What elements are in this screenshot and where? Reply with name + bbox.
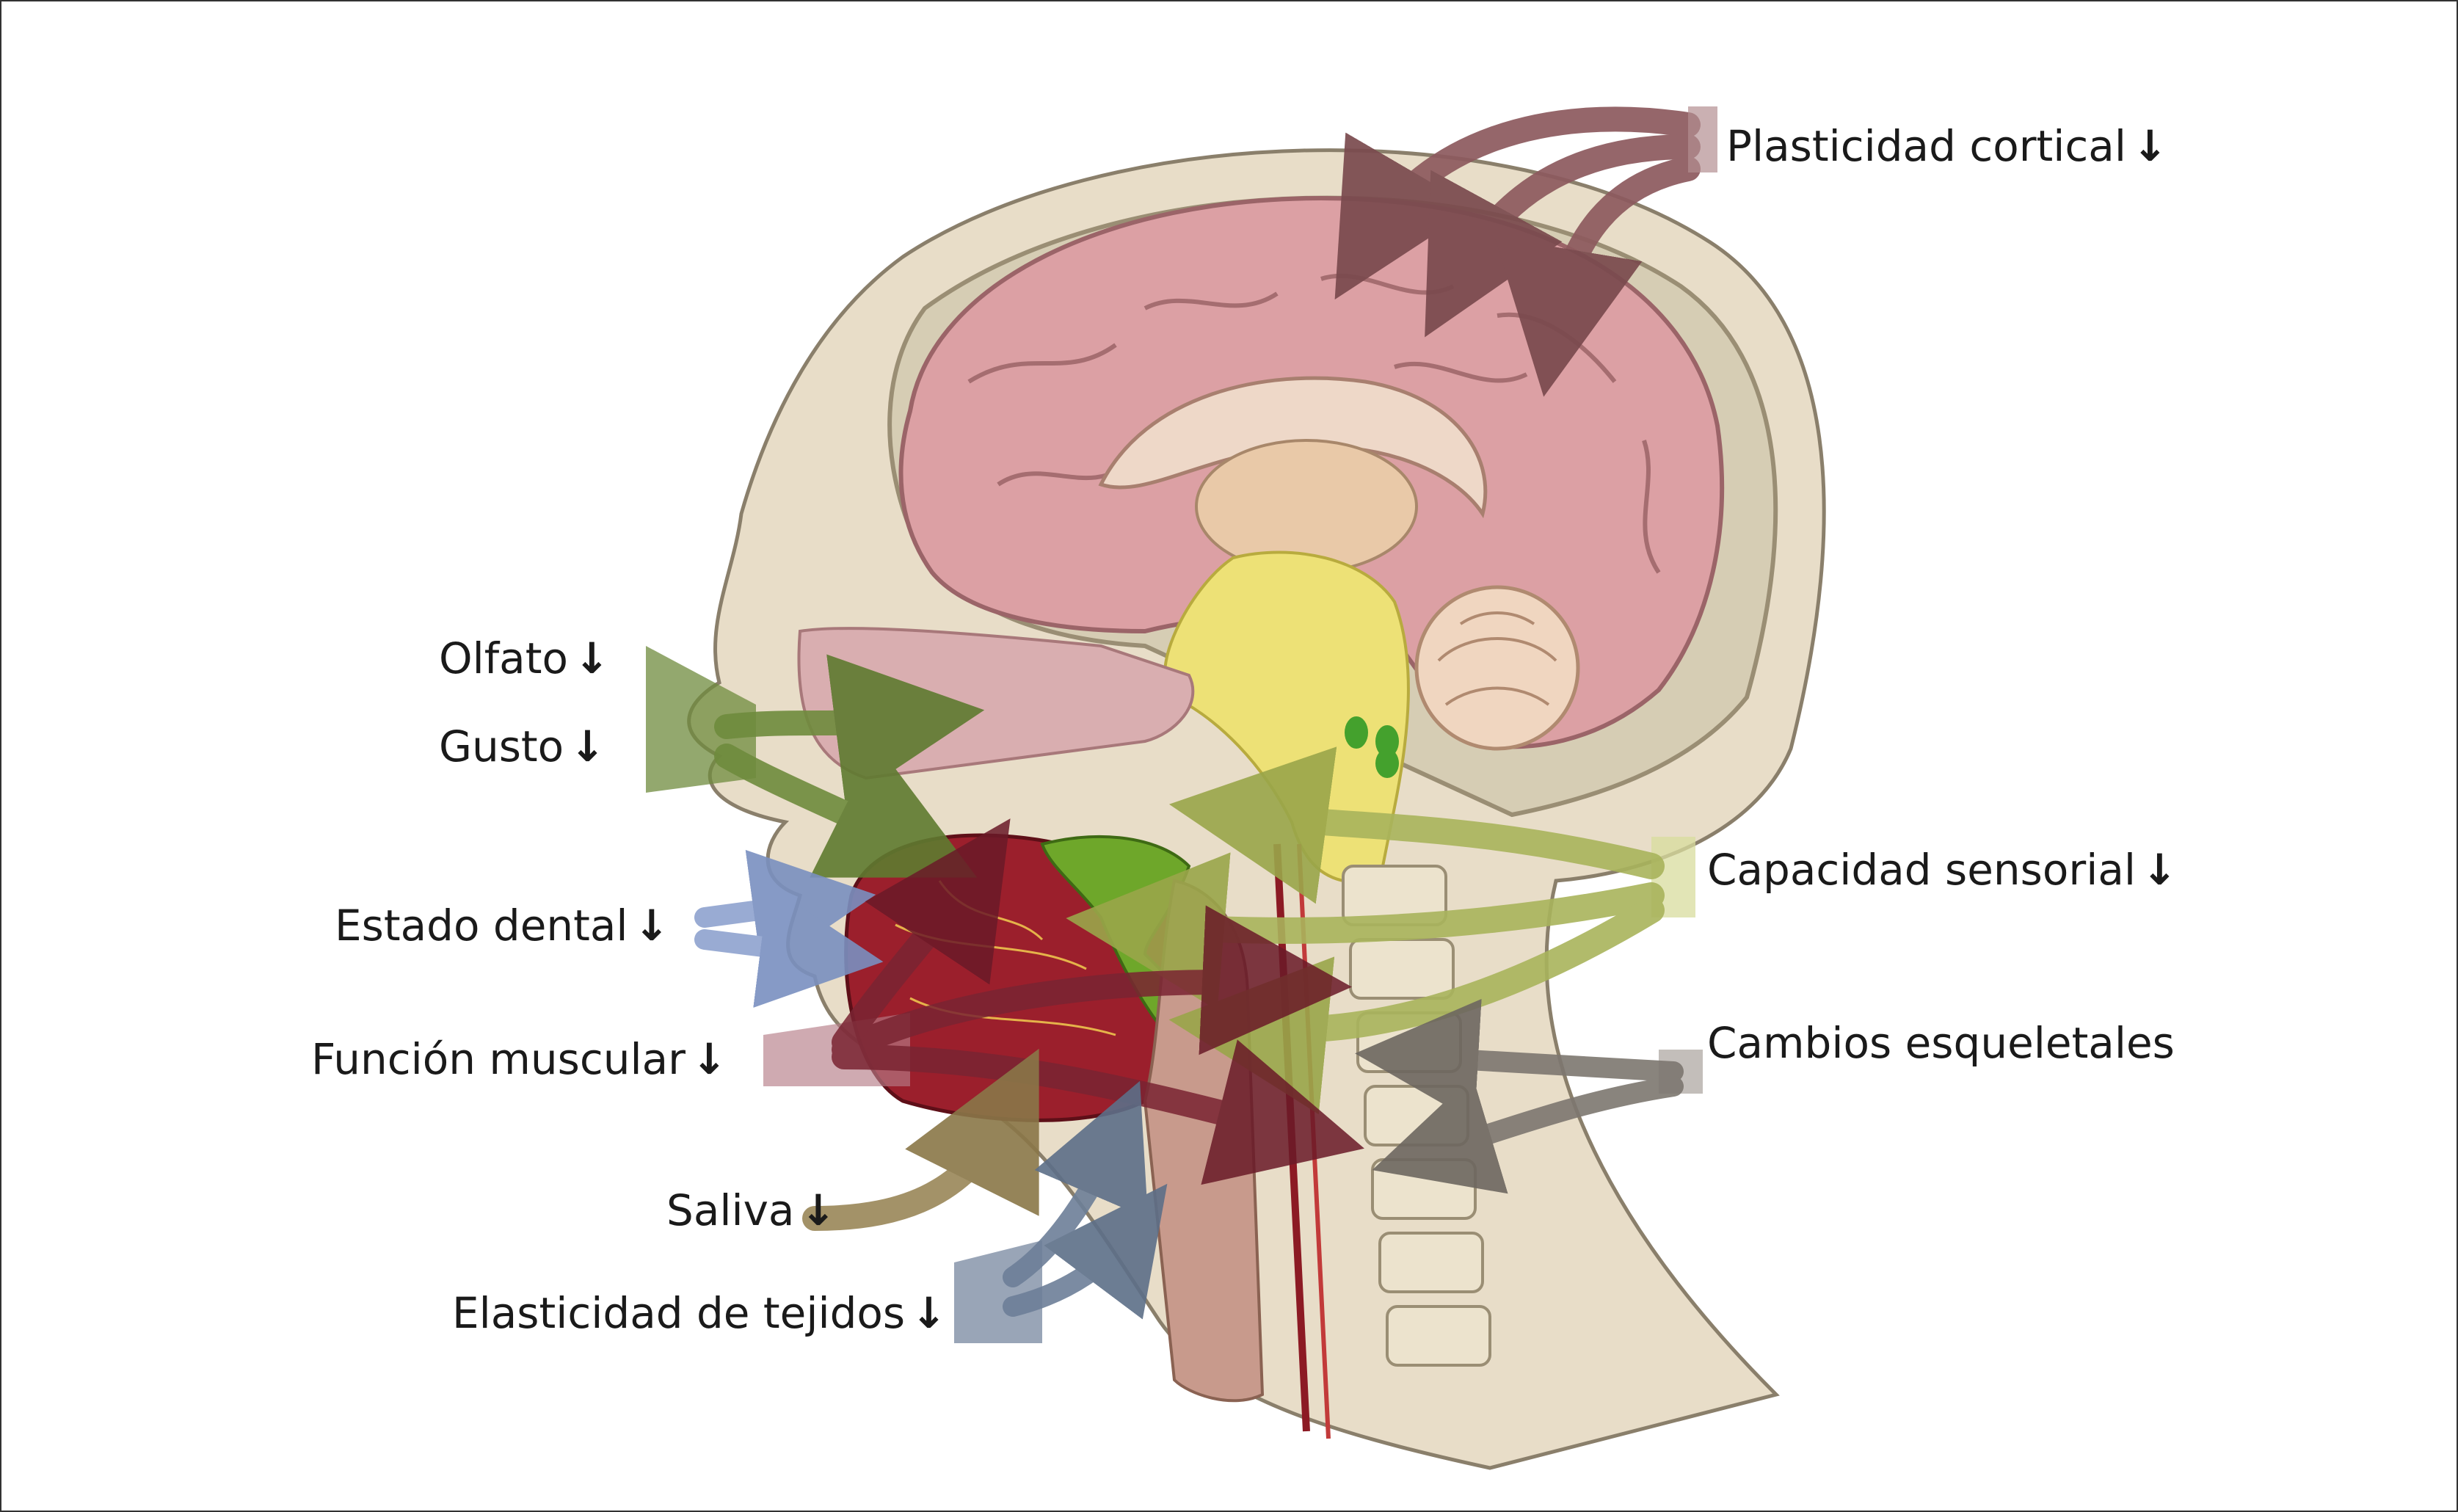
decrease-arrow-icon: ↓ <box>691 1034 727 1084</box>
label-text: Capacidad sensorial <box>1707 845 2136 895</box>
label-text: Función muscular <box>311 1034 686 1084</box>
plasticity-arrow-tail <box>1688 106 1717 172</box>
plasticity-arrows <box>1334 106 1701 397</box>
thalamus <box>1195 439 1418 574</box>
label-estado-dental: Estado dental↓ <box>335 904 669 947</box>
decrease-arrow-icon: ↓ <box>2142 845 2178 895</box>
label-cambios-esqueletales: Cambios esqueletales <box>1707 1022 2175 1064</box>
label-text: Cambios esqueletales <box>1707 1018 2175 1068</box>
label-text: Olfato <box>439 633 568 683</box>
elasticity-arrows <box>1003 1080 1168 1320</box>
skeletal-arrows <box>1355 998 1684 1194</box>
decrease-arrow-icon: ↓ <box>800 1185 837 1235</box>
label-text: Elasticidad de tejidos <box>452 1288 906 1338</box>
label-funcion-muscular: Función muscular↓ <box>311 1038 727 1080</box>
label-text: Plasticidad cortical <box>1726 121 2126 171</box>
nucleus-green-2 <box>1375 725 1399 757</box>
label-capacidad-sensorial: Capacidad sensorial↓ <box>1707 848 2178 891</box>
decrease-arrow-icon: ↓ <box>911 1288 947 1338</box>
decrease-arrow-icon: ↓ <box>2131 121 2168 171</box>
decrease-arrow-icon: ↓ <box>573 633 610 683</box>
label-text: Estado dental <box>335 901 628 951</box>
cerebellum <box>1414 585 1580 751</box>
label-gusto: Gusto↓ <box>439 725 606 768</box>
decrease-arrow-icon: ↓ <box>633 901 670 951</box>
label-saliva: Saliva↓ <box>666 1189 836 1232</box>
decrease-arrow-icon: ↓ <box>570 722 606 771</box>
nucleus-green-3 <box>1375 749 1399 778</box>
saliva-arrow <box>802 1048 1039 1231</box>
label-elasticidad-tejidos: Elasticidad de tejidos↓ <box>452 1292 947 1334</box>
nucleus-green-1 <box>1345 716 1368 749</box>
dental-arrows <box>694 849 884 1008</box>
label-text: Gusto <box>439 722 564 771</box>
label-text: Saliva <box>666 1185 795 1235</box>
label-plasticidad-cortical: Plasticidad cortical↓ <box>1726 125 2168 167</box>
label-olfato: Olfato↓ <box>439 637 610 680</box>
